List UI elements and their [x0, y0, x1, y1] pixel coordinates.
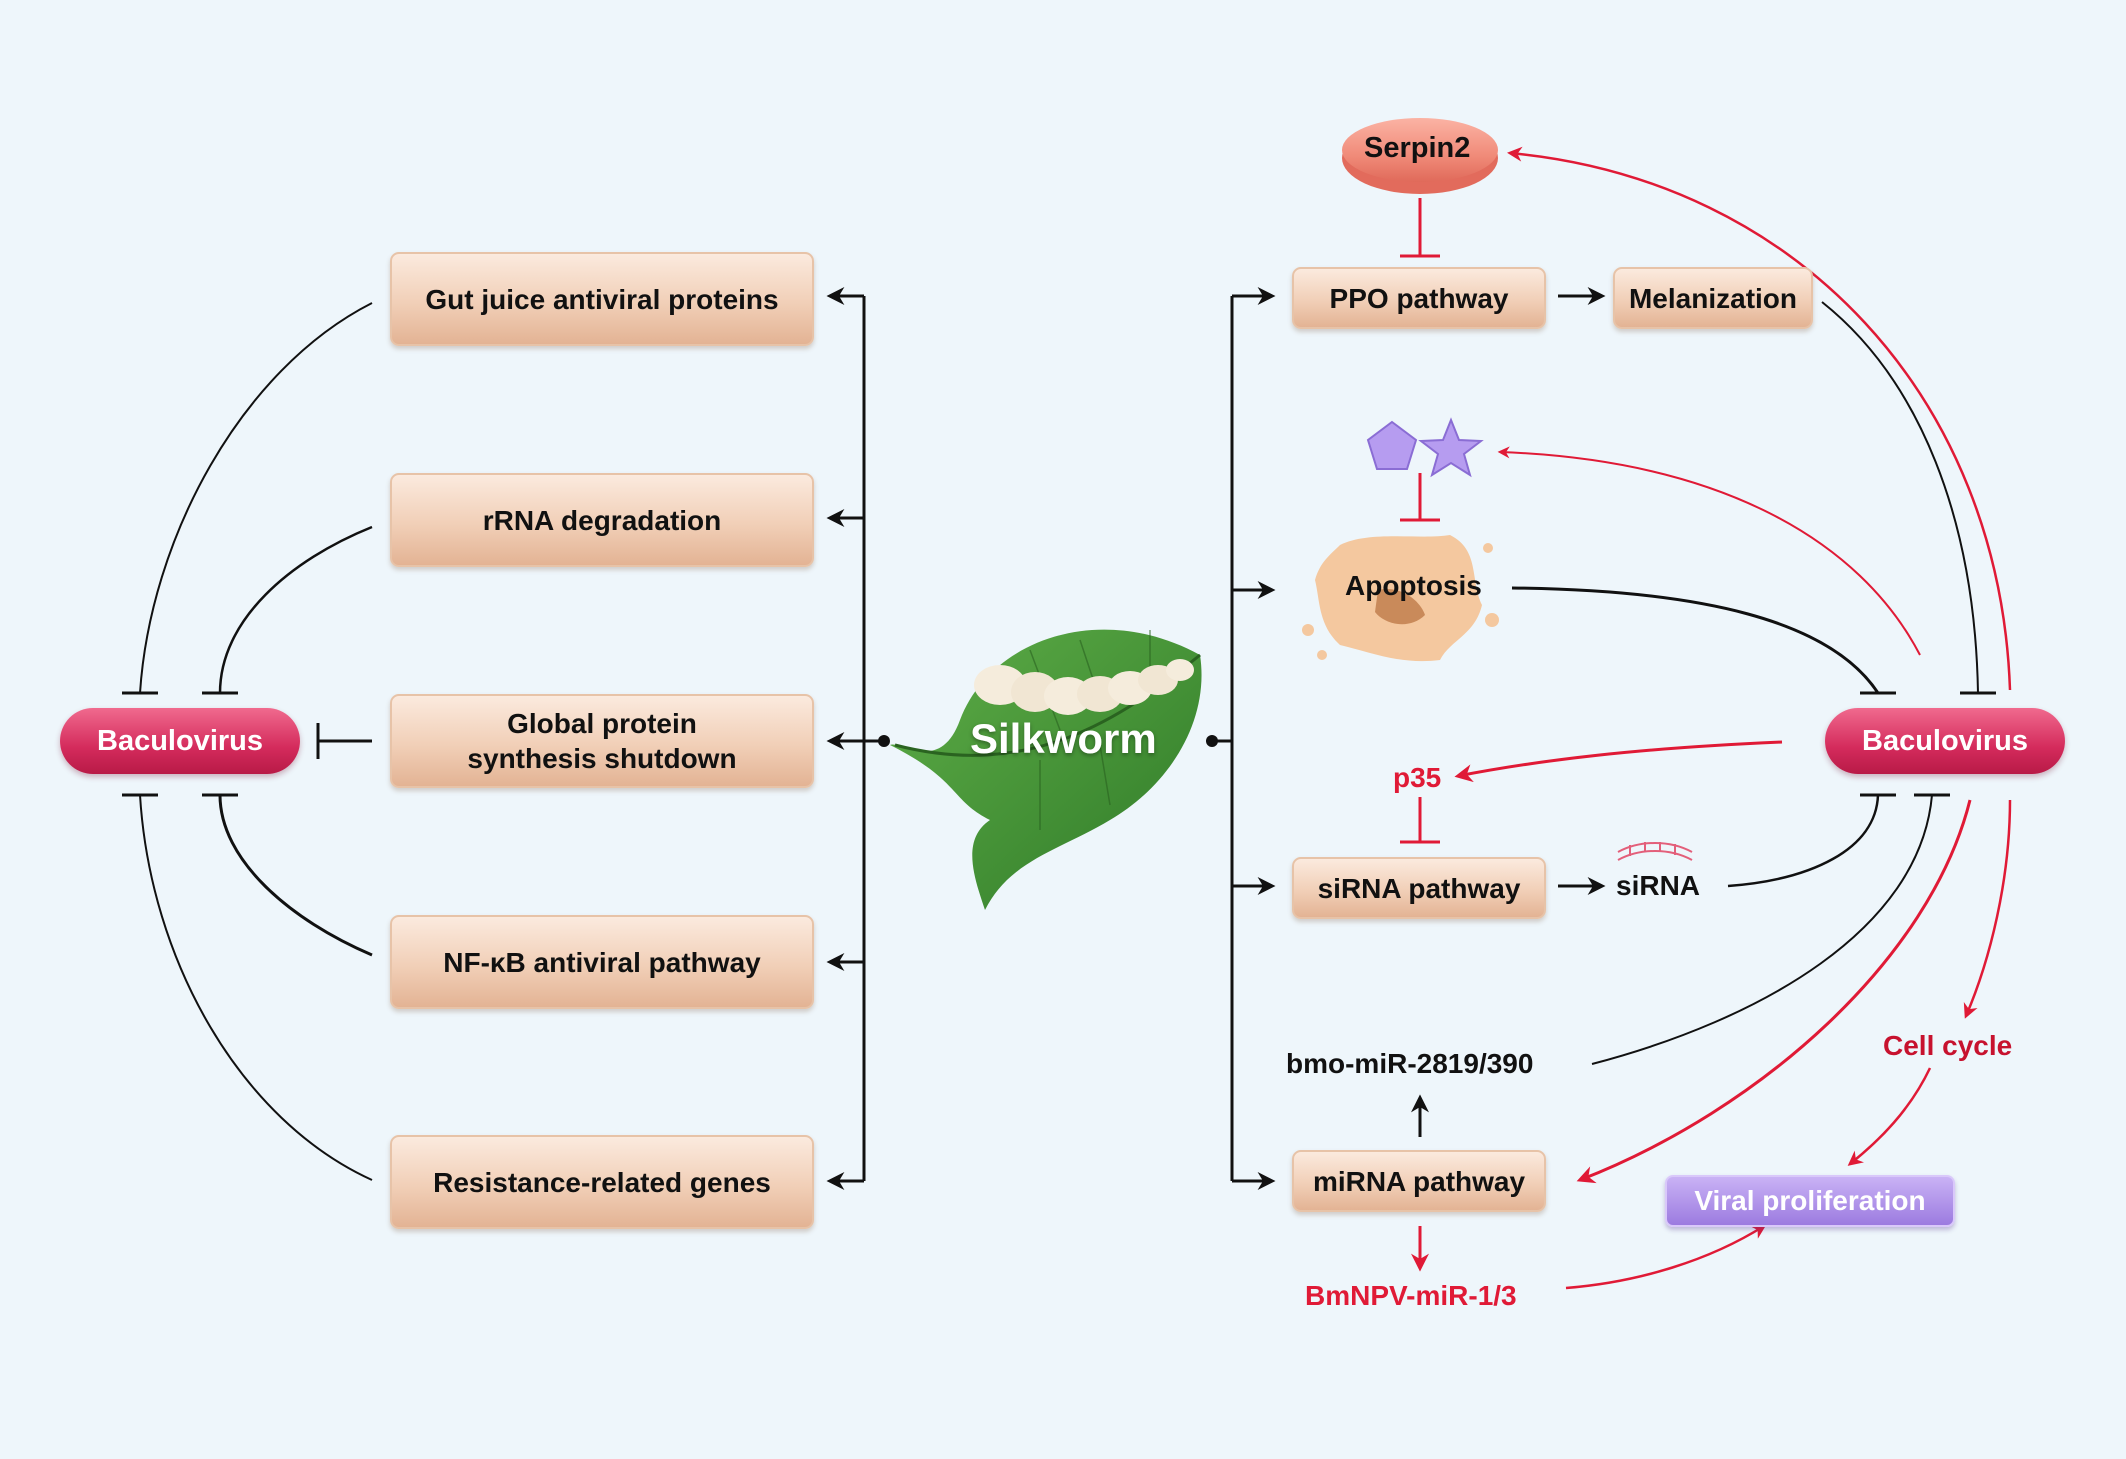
cell-cycle-label: Cell cycle — [1883, 1030, 2013, 1061]
pentagon-icon — [1366, 420, 1418, 470]
red-activation-curves — [1454, 146, 2012, 1290]
star-icon — [1418, 417, 1484, 478]
apoptosis-label: Apoptosis — [1345, 570, 1482, 601]
box-gut-juice: Gut juice antiviral proteins — [390, 252, 814, 346]
red-inhibitions — [1400, 198, 1440, 844]
left-bracket-dot — [878, 735, 890, 747]
box-ppo-pathway: PPO pathway — [1292, 267, 1546, 329]
left-baculovirus-pill: Baculovirus — [60, 708, 300, 774]
left-inhibition-bars — [122, 691, 320, 797]
box-sirna-pathway: siRNA pathway — [1292, 857, 1546, 919]
serpin2-node — [1342, 118, 1498, 194]
mir-viral-label: BmNPV-miR-1/3 — [1305, 1280, 1517, 1311]
box-global-protein: Global protein synthesis shutdown — [390, 694, 814, 788]
mir-host-label: bmo-miR-2819/390 — [1286, 1048, 1534, 1079]
right-inhibition-bars — [1860, 691, 1996, 797]
viral-proliferation-box: Viral proliferation — [1665, 1175, 1955, 1227]
box-rrna-degradation: rRNA degradation — [390, 473, 814, 567]
right-baculovirus-pill: Baculovirus — [1825, 708, 2065, 774]
right-inhibition-curves — [1511, 301, 1979, 1065]
box-mirna-pathway: miRNA pathway — [1292, 1150, 1546, 1212]
box-nfkb: NF-κB antiviral pathway — [390, 915, 814, 1009]
left-inhibition-curves — [139, 302, 373, 1181]
box-melanization: Melanization — [1613, 267, 1813, 329]
sirna-icon — [1617, 842, 1693, 861]
left-bracket-arrows — [826, 287, 864, 1190]
p35-label: p35 — [1393, 762, 1442, 793]
sirna-label: siRNA — [1616, 870, 1701, 901]
right-bracket-arrows — [1232, 287, 1276, 1190]
right-bracket-dot — [1206, 735, 1218, 747]
serpin2-label: Serpin2 — [1364, 132, 1471, 164]
silkworm-label: Silkworm — [970, 715, 1157, 762]
box-resistance-genes: Resistance-related genes — [390, 1135, 814, 1229]
silkworm-larva-icon — [974, 659, 1194, 715]
apoptotic-cell-icon — [1302, 535, 1499, 662]
